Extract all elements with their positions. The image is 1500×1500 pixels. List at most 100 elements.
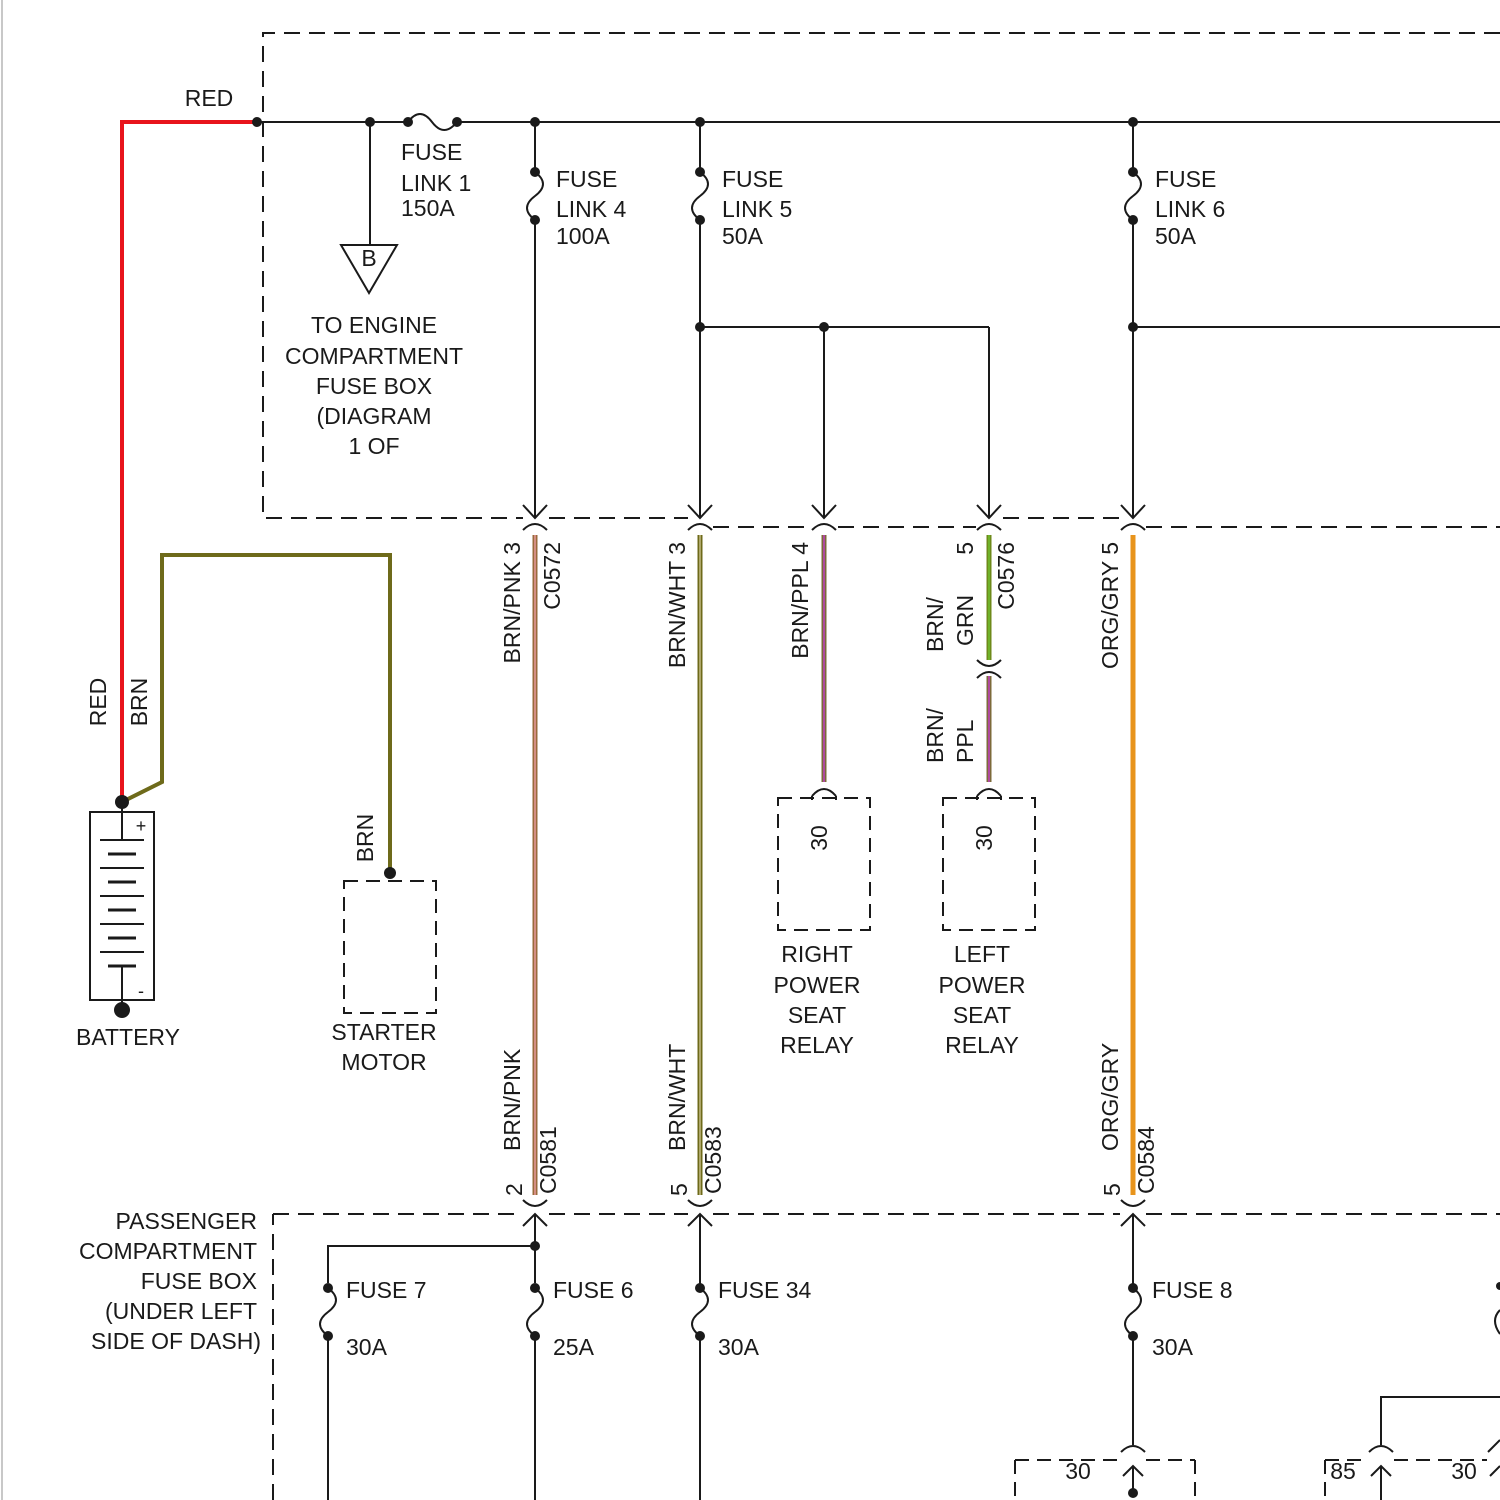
- ground-b-label: B: [361, 245, 376, 271]
- fuse-link-4-symbol: [527, 122, 543, 518]
- fuse-link-4-label-line: 100A: [556, 223, 610, 249]
- connector-c0581-pin: 2: [501, 1183, 527, 1196]
- left-relay-pin: 30: [971, 825, 997, 851]
- fuse-link-5-symbol: [692, 122, 708, 518]
- passenger-fuse-box-outline: [273, 1214, 1500, 1500]
- battery-label: BATTERY: [76, 1024, 180, 1050]
- fuse-7-label: FUSE 7: [346, 1277, 427, 1303]
- fuse-link-6-symbol: [1125, 122, 1141, 518]
- fuse-34-rating: 30A: [718, 1334, 760, 1360]
- engine-box-label-line: (DIAGRAM: [317, 403, 432, 429]
- right-relay-label-line: SEAT: [788, 1002, 846, 1028]
- brn-wire-label-side: BRN: [126, 678, 152, 727]
- left-power-seat-relay-box: [943, 798, 1035, 930]
- fuse-link-6-label-line: 50A: [1155, 223, 1197, 249]
- splice-dot: [1496, 1282, 1500, 1290]
- red-wire-label-top: RED: [185, 85, 234, 111]
- wire-label-org-gry-5: ORG/GRY 5: [1097, 542, 1123, 669]
- wire-label-brn-ppl-line-1: BRN/: [922, 707, 948, 763]
- brown-starter-cable: [122, 555, 390, 873]
- red-wire-label-side: RED: [85, 678, 111, 727]
- right-relay-label-line: POWER: [774, 972, 861, 998]
- fuse-link-6-label-line: FUSE: [1155, 166, 1216, 192]
- engine-box-label-line: COMPARTMENT: [285, 343, 463, 369]
- connector-c0572-label: C0572: [539, 542, 565, 610]
- connector-c0584-label: C0584: [1133, 1126, 1159, 1194]
- starter-motor-box: [344, 881, 436, 1013]
- fuse-link-6-label-line: LINK 6: [1155, 196, 1225, 222]
- engine-box-label-line: TO ENGINE: [311, 312, 437, 338]
- engine-fuse-box-outline: [263, 33, 1500, 527]
- wire-label-org-gry-lower: ORG/GRY: [1097, 1043, 1123, 1151]
- inline-connector-symbol: [977, 660, 1001, 678]
- engine-box-label-line: FUSE BOX: [316, 373, 432, 399]
- fuse-6-symbol: [527, 1283, 543, 1500]
- wire-label-brn-ppl-line-2: PPL: [952, 719, 978, 763]
- partial-fuse-symbol: [1495, 1310, 1500, 1334]
- connector-c0584-pin: 5: [1099, 1183, 1125, 1196]
- fuse-link-1-symbol: [403, 114, 462, 130]
- battery-plus-sign: +: [136, 816, 147, 836]
- bottom-relay-pin-30-right: 30: [1451, 1458, 1477, 1484]
- starter-label-line-2: MOTOR: [341, 1049, 426, 1075]
- fuse-link-5-label: FUSE LINK 5 50A: [722, 166, 792, 249]
- connector-c0576-label: C0576: [993, 542, 1019, 610]
- left-relay-label: LEFT POWER SEAT RELAY: [939, 941, 1026, 1058]
- fuse-link-4-label-line: LINK 4: [556, 196, 627, 222]
- wire-label-brn-pnk-3: BRN/PNK 3: [499, 542, 525, 663]
- wire-label-brn-wht-lower: BRN/WHT: [664, 1044, 690, 1151]
- passenger-box-label-line: FUSE BOX: [141, 1268, 257, 1294]
- fuse-8-label: FUSE 8: [1152, 1277, 1233, 1303]
- fuse-link-1-label-line: LINK 1: [401, 170, 471, 196]
- engine-fuse-box-label: TO ENGINE COMPARTMENT FUSE BOX (DIAGRAM …: [285, 312, 463, 459]
- right-relay-label-line: RIGHT: [781, 941, 853, 967]
- wire-label-brn-grn-line-2: GRN: [952, 595, 978, 646]
- connector-c0583-label: C0583: [700, 1126, 726, 1194]
- left-relay-label-line: POWER: [939, 972, 1026, 998]
- bottom-right-relay-connectors: [1325, 1397, 1500, 1500]
- fuse-link-1-label-line: FUSE: [401, 139, 462, 165]
- wire-label-brn-grn-line-1: BRN/: [922, 596, 948, 652]
- fuse-link-5-label-line: LINK 5: [722, 196, 792, 222]
- connector-c0576-pin: 5: [952, 542, 978, 555]
- brn-starter-label: BRN: [352, 814, 378, 863]
- bottom-relay-connector-30: [1015, 1446, 1195, 1500]
- starter-label-line-1: STARTER: [331, 1019, 436, 1045]
- bottom-relay-pin-85: 85: [1330, 1458, 1356, 1484]
- fuse-6-rating: 25A: [553, 1334, 595, 1360]
- fuse-8-symbol: [1125, 1283, 1141, 1445]
- passenger-box-label-line: PASSENGER: [116, 1208, 257, 1234]
- connector-c0581-label: C0581: [535, 1126, 561, 1194]
- engine-box-label-line: 1 OF: [348, 433, 399, 459]
- passenger-box-label-line: SIDE OF DASH): [91, 1328, 261, 1354]
- fuse-link-6-label: FUSE LINK 6 50A: [1155, 166, 1225, 249]
- right-power-seat-relay-box: [778, 798, 870, 930]
- fuse-34-symbol: [692, 1283, 708, 1500]
- fuse-link-4-label-line: FUSE: [556, 166, 617, 192]
- left-relay-label-line: RELAY: [945, 1032, 1019, 1058]
- fuse-7-rating: 30A: [346, 1334, 388, 1360]
- fuse-8-rating: 30A: [1152, 1334, 1194, 1360]
- wire-label-brn-wht-3: BRN/WHT 3: [664, 542, 690, 668]
- right-relay-label-line: RELAY: [780, 1032, 854, 1058]
- left-relay-label-line: LEFT: [954, 941, 1010, 967]
- fuse-34-label: FUSE 34: [718, 1277, 812, 1303]
- right-relay-pin: 30: [806, 825, 832, 851]
- right-relay-label: RIGHT POWER SEAT RELAY: [774, 941, 861, 1058]
- passenger-fuse-box-label: PASSENGER COMPARTMENT FUSE BOX (UNDER LE…: [79, 1208, 261, 1354]
- fuse-link-1-label-line: 150A: [401, 195, 455, 221]
- bottom-relay-pin-30: 30: [1065, 1458, 1091, 1484]
- wire-label-brn-ppl-4: BRN/PPL 4: [787, 542, 813, 659]
- starter-terminal: [384, 867, 396, 879]
- fuse-link-5-label-line: FUSE: [722, 166, 783, 192]
- passenger-box-label-line: COMPARTMENT: [79, 1238, 257, 1264]
- connector-c0583-pin: 5: [666, 1183, 692, 1196]
- battery-minus-sign: -: [138, 981, 144, 1001]
- fuse-link-1-label: FUSE LINK 1 150A: [401, 139, 471, 221]
- fuse-link-4-label: FUSE LINK 4 100A: [556, 166, 627, 249]
- fuse-7-symbol: [320, 1283, 336, 1500]
- fuse-6-label: FUSE 6: [553, 1277, 634, 1303]
- wire-label-brn-pnk-lower: BRN/PNK: [499, 1048, 525, 1151]
- passenger-box-label-line: (UNDER LEFT: [105, 1298, 257, 1324]
